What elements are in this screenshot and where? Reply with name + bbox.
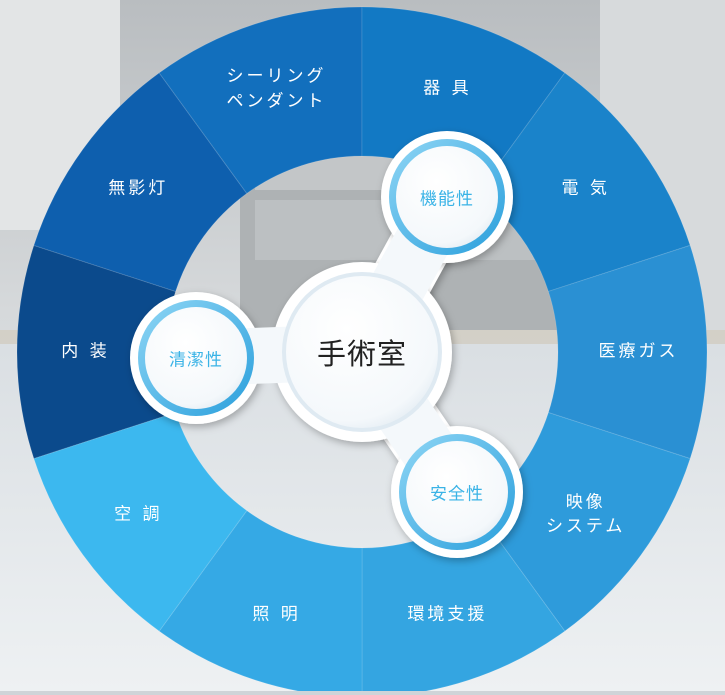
segment-label-air-conditioning[interactable]: 空 調 [114,504,163,525]
segment-label-lighting[interactable]: 照 明 [252,604,301,625]
segment-label-video-system[interactable]: 映像 システム [545,491,626,537]
segment-label-electrical[interactable]: 電 気 [561,179,610,200]
segment-label-interior[interactable]: 内 装 [61,341,110,362]
ring-segment-shadowless-light[interactable] [33,72,248,293]
ring-segment-medical-gas[interactable] [547,244,708,460]
property-node-face [406,441,508,543]
ring-segment-ceiling-pendant[interactable] [158,6,363,195]
property-node-face [396,146,498,248]
segment-label-ceiling-pendant[interactable]: シーリング ペンダント [226,66,327,112]
property-node-face [145,307,247,409]
ring-segment-air-conditioning[interactable] [33,411,248,632]
center-label-operating-room[interactable]: 手術室 [316,337,408,371]
property-label-safety[interactable]: 安全性 [430,484,484,505]
center-node-face [286,276,438,428]
segment-label-instruments[interactable]: 器 具 [423,78,472,99]
segment-label-medical-gas[interactable]: 医療ガス [598,341,679,362]
segment-label-shadowless-light[interactable]: 無影灯 [108,179,169,200]
ring-segment-video-system[interactable] [476,411,691,632]
ring-segments [16,6,708,695]
property-label-functionality[interactable]: 機能性 [420,189,474,210]
segment-label-environment-support[interactable]: 環境支援 [407,604,488,625]
property-label-cleanliness[interactable]: 清潔性 [169,350,223,371]
hub-graphic [130,131,523,558]
